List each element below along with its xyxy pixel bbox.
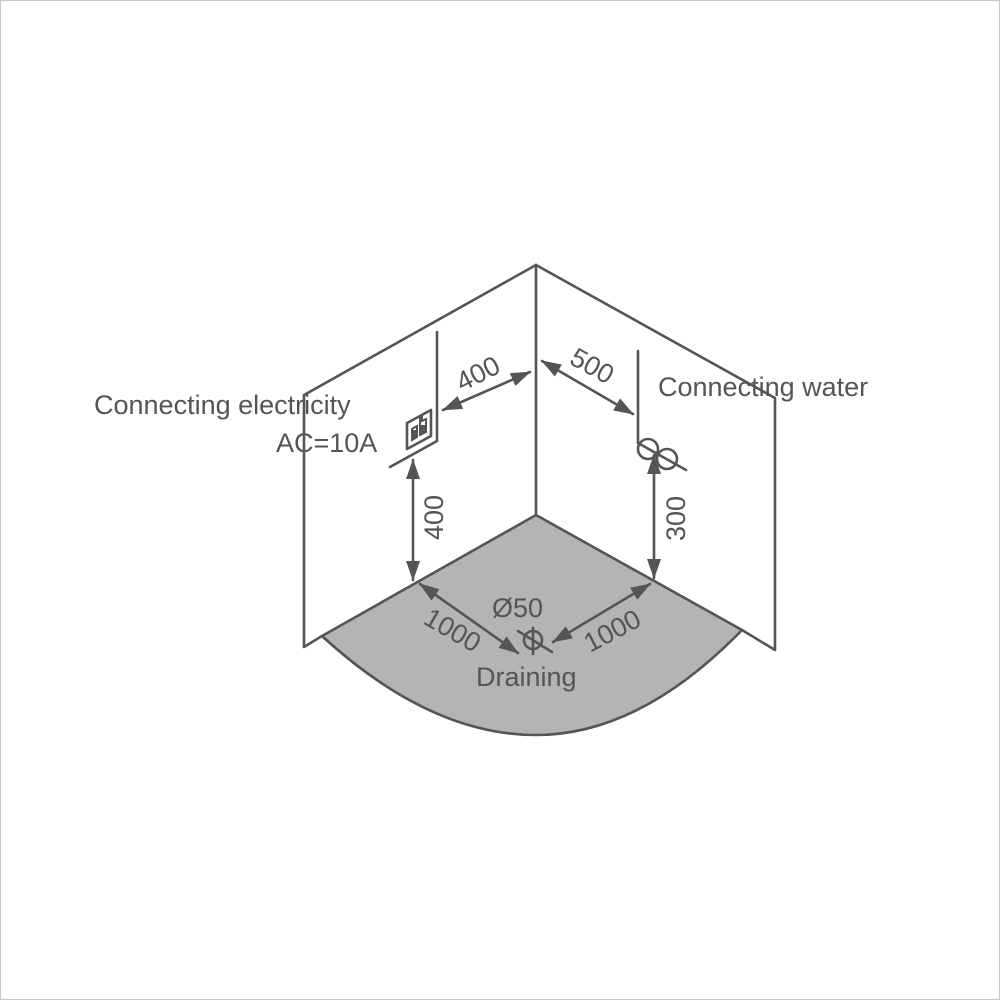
label-connecting-water: Connecting water — [658, 372, 868, 402]
socket-icon — [405, 408, 433, 451]
water-valve-icon — [636, 437, 688, 472]
dim-label-drain-diameter: Ø50 — [492, 593, 543, 623]
electricity-connection — [388, 330, 439, 469]
shower-tray-floor — [320, 513, 744, 737]
dim-label-electricity-horizontal: 400 — [451, 350, 505, 397]
water-connection — [636, 349, 688, 472]
label-draining: Draining — [476, 662, 577, 692]
dim-electricity-horizontal — [441, 370, 532, 412]
dim-drain-right — [551, 582, 652, 644]
dim-water-horizontal — [540, 359, 635, 416]
label-connecting-electricity: Connecting electricity — [94, 390, 351, 420]
drain-icon — [516, 626, 554, 656]
dim-label-water-vertical: 300 — [661, 496, 691, 541]
right-wall — [534, 263, 777, 652]
left-wall — [302, 263, 538, 649]
dim-label-electricity-vertical: 400 — [419, 495, 449, 540]
dim-drain-left — [418, 582, 520, 655]
dim-label-water-horizontal: 500 — [565, 342, 619, 390]
label-electricity-rating: AC=10A — [276, 428, 377, 458]
